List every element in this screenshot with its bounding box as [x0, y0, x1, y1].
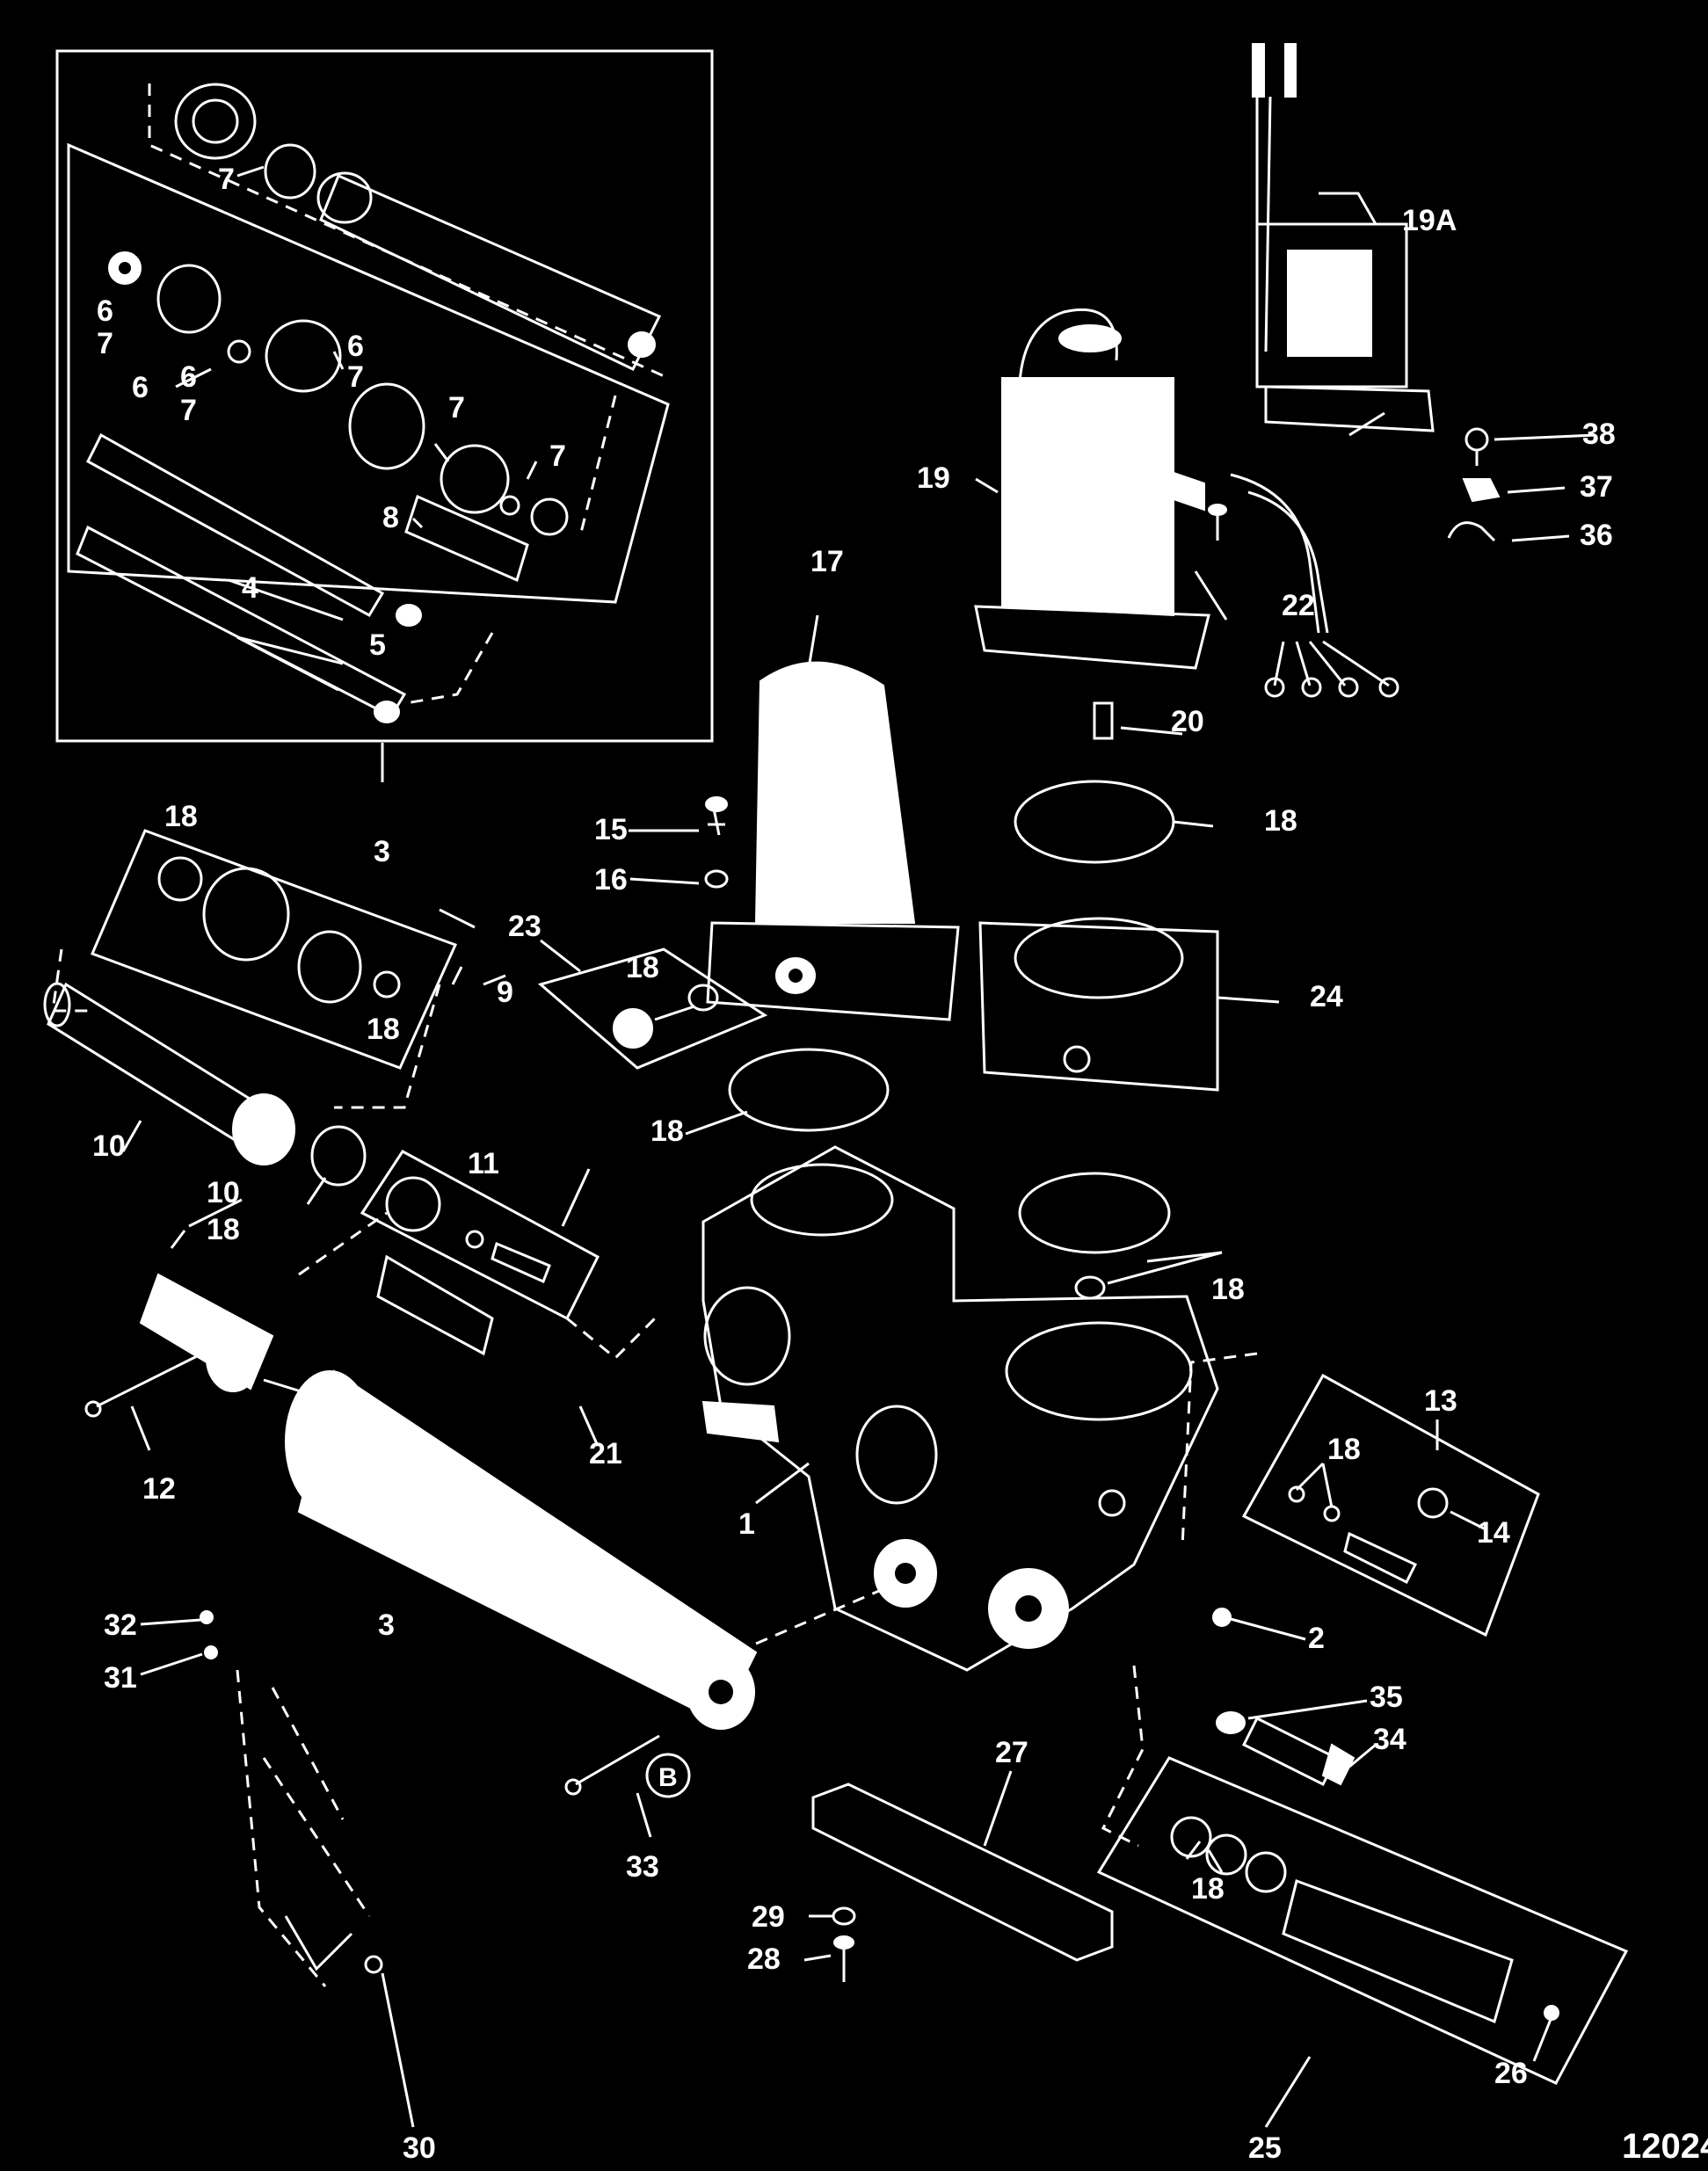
- callout-6-d: 6: [347, 330, 364, 363]
- callout-6-b: 6: [132, 371, 149, 404]
- kit-box-23: [537, 948, 768, 1070]
- reservoir-17: [704, 661, 960, 1021]
- callout-25: 25: [1248, 2131, 1282, 2165]
- callout-26: 26: [1494, 2057, 1528, 2090]
- callout-18-kit9-top: 18: [164, 800, 198, 833]
- kit-box-25: [1096, 1756, 1629, 2085]
- callout-7-d: 7: [347, 360, 364, 394]
- callout-18-kit13: 18: [1327, 1433, 1361, 1466]
- callout-3-upper: 3: [374, 835, 390, 868]
- callout-6-c: 6: [180, 360, 197, 394]
- callout-16: 16: [594, 863, 628, 897]
- callout-27: 27: [995, 1736, 1028, 1769]
- callout-18-kit9-bottom: 18: [367, 1013, 400, 1046]
- kit-box-9: [91, 829, 458, 1070]
- o-ring-18-base: [1018, 1172, 1171, 1254]
- callout-12: 12: [142, 1472, 176, 1506]
- callout-labels: 19A 38 37 36 19 22 20 18 24 18 17 15 16 …: [92, 163, 1616, 2165]
- callout-19a: 19A: [1402, 204, 1457, 237]
- callout-8: 8: [382, 501, 399, 534]
- callout-9: 9: [497, 976, 513, 1009]
- callout-22: 22: [1282, 589, 1315, 622]
- callout-5: 5: [369, 628, 386, 662]
- callout-7-c: 7: [180, 394, 197, 427]
- callout-18-kit23: 18: [626, 951, 659, 984]
- callout-29: 29: [752, 1900, 785, 1934]
- kit-box-11: [360, 1150, 657, 1361]
- mounting-bracket: [200, 1610, 383, 1987]
- callout-36: 36: [1580, 519, 1613, 552]
- callout-18-base: 18: [1211, 1273, 1245, 1306]
- callout-14: 14: [1477, 1516, 1510, 1550]
- callout-15: 15: [594, 813, 628, 846]
- o-ring-18-reservoir: [728, 1048, 890, 1132]
- callout-21: 21: [589, 1437, 622, 1470]
- callout-11: 11: [468, 1147, 499, 1180]
- callout-6-a: 6: [97, 294, 113, 328]
- callout-7-f: 7: [549, 439, 566, 473]
- callout-7-a: 7: [218, 163, 235, 196]
- callout-32: 32: [104, 1608, 137, 1642]
- callout-37: 37: [1580, 470, 1613, 504]
- callout-4: 4: [242, 571, 258, 605]
- callout-7-b: 7: [97, 327, 113, 360]
- manifold-1: [701, 1145, 1258, 1672]
- callout-19: 19: [917, 461, 950, 495]
- hardware-36-37-38-20: [1093, 427, 1501, 740]
- kit-box-13: [1241, 1373, 1540, 1637]
- o-ring-18-small: [1074, 1275, 1106, 1300]
- callout-34: 34: [1373, 1723, 1406, 1756]
- pump-housing-24: [978, 917, 1219, 1092]
- callout-18-rod: 18: [207, 1213, 240, 1246]
- callout-38: 38: [1582, 418, 1616, 451]
- callout-33: 33: [626, 1850, 659, 1884]
- callout-24: 24: [1310, 980, 1343, 1013]
- callout-18-reservoir: 18: [650, 1115, 684, 1148]
- callout-10-b: 10: [207, 1176, 240, 1209]
- seal-kit-box: [55, 49, 714, 743]
- callout-7-e: 7: [448, 391, 465, 425]
- piston-rod-10: [43, 948, 441, 1187]
- callout-31: 31: [104, 1661, 137, 1695]
- callout-18-kit25: 18: [1191, 1872, 1225, 1906]
- figure-number: 12024: [1622, 2127, 1708, 2166]
- callout-b: B: [658, 1763, 678, 1792]
- callout-28: 28: [747, 1942, 781, 1976]
- callout-10-a: 10: [92, 1129, 126, 1163]
- callout-23: 23: [508, 910, 541, 943]
- callout-35: 35: [1370, 1681, 1403, 1714]
- leader-lines: [121, 165, 1596, 2128]
- trim-cylinder-3: [84, 1211, 880, 1798]
- callout-1: 1: [738, 1507, 755, 1541]
- callout-30: 30: [403, 2131, 436, 2165]
- callout-20: 20: [1171, 705, 1204, 738]
- block-27: [811, 1783, 1114, 1982]
- callout-2: 2: [1308, 1622, 1325, 1655]
- o-ring-18-motor: [1014, 780, 1175, 864]
- callout-3-lower: 3: [378, 1608, 395, 1642]
- callout-17: 17: [810, 545, 844, 578]
- callout-18-motor: 18: [1264, 804, 1297, 838]
- pump-motor-19: [974, 308, 1399, 698]
- pump-motor-19a: [1252, 43, 1435, 432]
- callout-13: 13: [1424, 1384, 1457, 1418]
